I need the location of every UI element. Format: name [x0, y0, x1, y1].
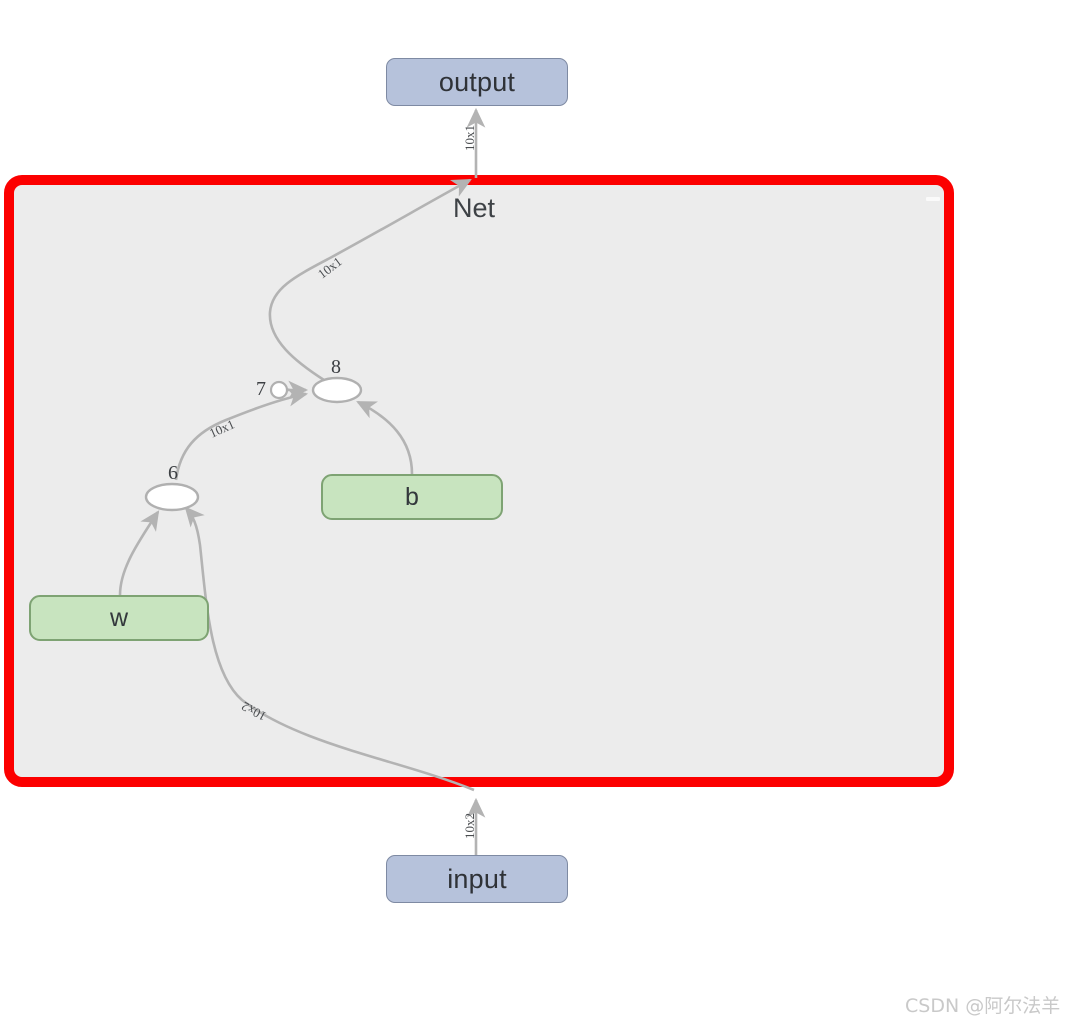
edge-w-to-node6 [118, 510, 160, 596]
input-node[interactable]: input [386, 855, 568, 903]
op-node-6-label: 6 [168, 462, 178, 484]
edge-label-net-to-output: 10x1 [462, 125, 477, 151]
param-node-b-label: b [405, 482, 419, 511]
op-node-7-label: 7 [256, 378, 266, 400]
panel-tick-mark [926, 197, 940, 201]
edge-b-to-node8 [356, 400, 414, 475]
output-node-label: output [438, 66, 516, 97]
net-panel-title: Net [453, 193, 496, 223]
op-node-8-label: 8 [331, 356, 341, 378]
input-node-label: input [447, 863, 507, 894]
edge-input-inner-to-node6 [184, 506, 475, 792]
edge-node6-to-node8 [174, 387, 309, 481]
watermark: CSDN @阿尔法羊 [905, 995, 1061, 1017]
edge-node8-to-net [268, 178, 472, 382]
output-node[interactable]: output [386, 58, 568, 106]
op-node-7[interactable] [269, 380, 289, 400]
op-node-8[interactable] [311, 376, 363, 404]
edge-label-input-to-net: 10x2 [462, 813, 477, 839]
param-node-w-label: w [109, 603, 129, 632]
param-node-w[interactable]: w [29, 595, 209, 641]
param-node-b[interactable]: b [321, 474, 503, 520]
op-node-6[interactable] [144, 482, 200, 512]
